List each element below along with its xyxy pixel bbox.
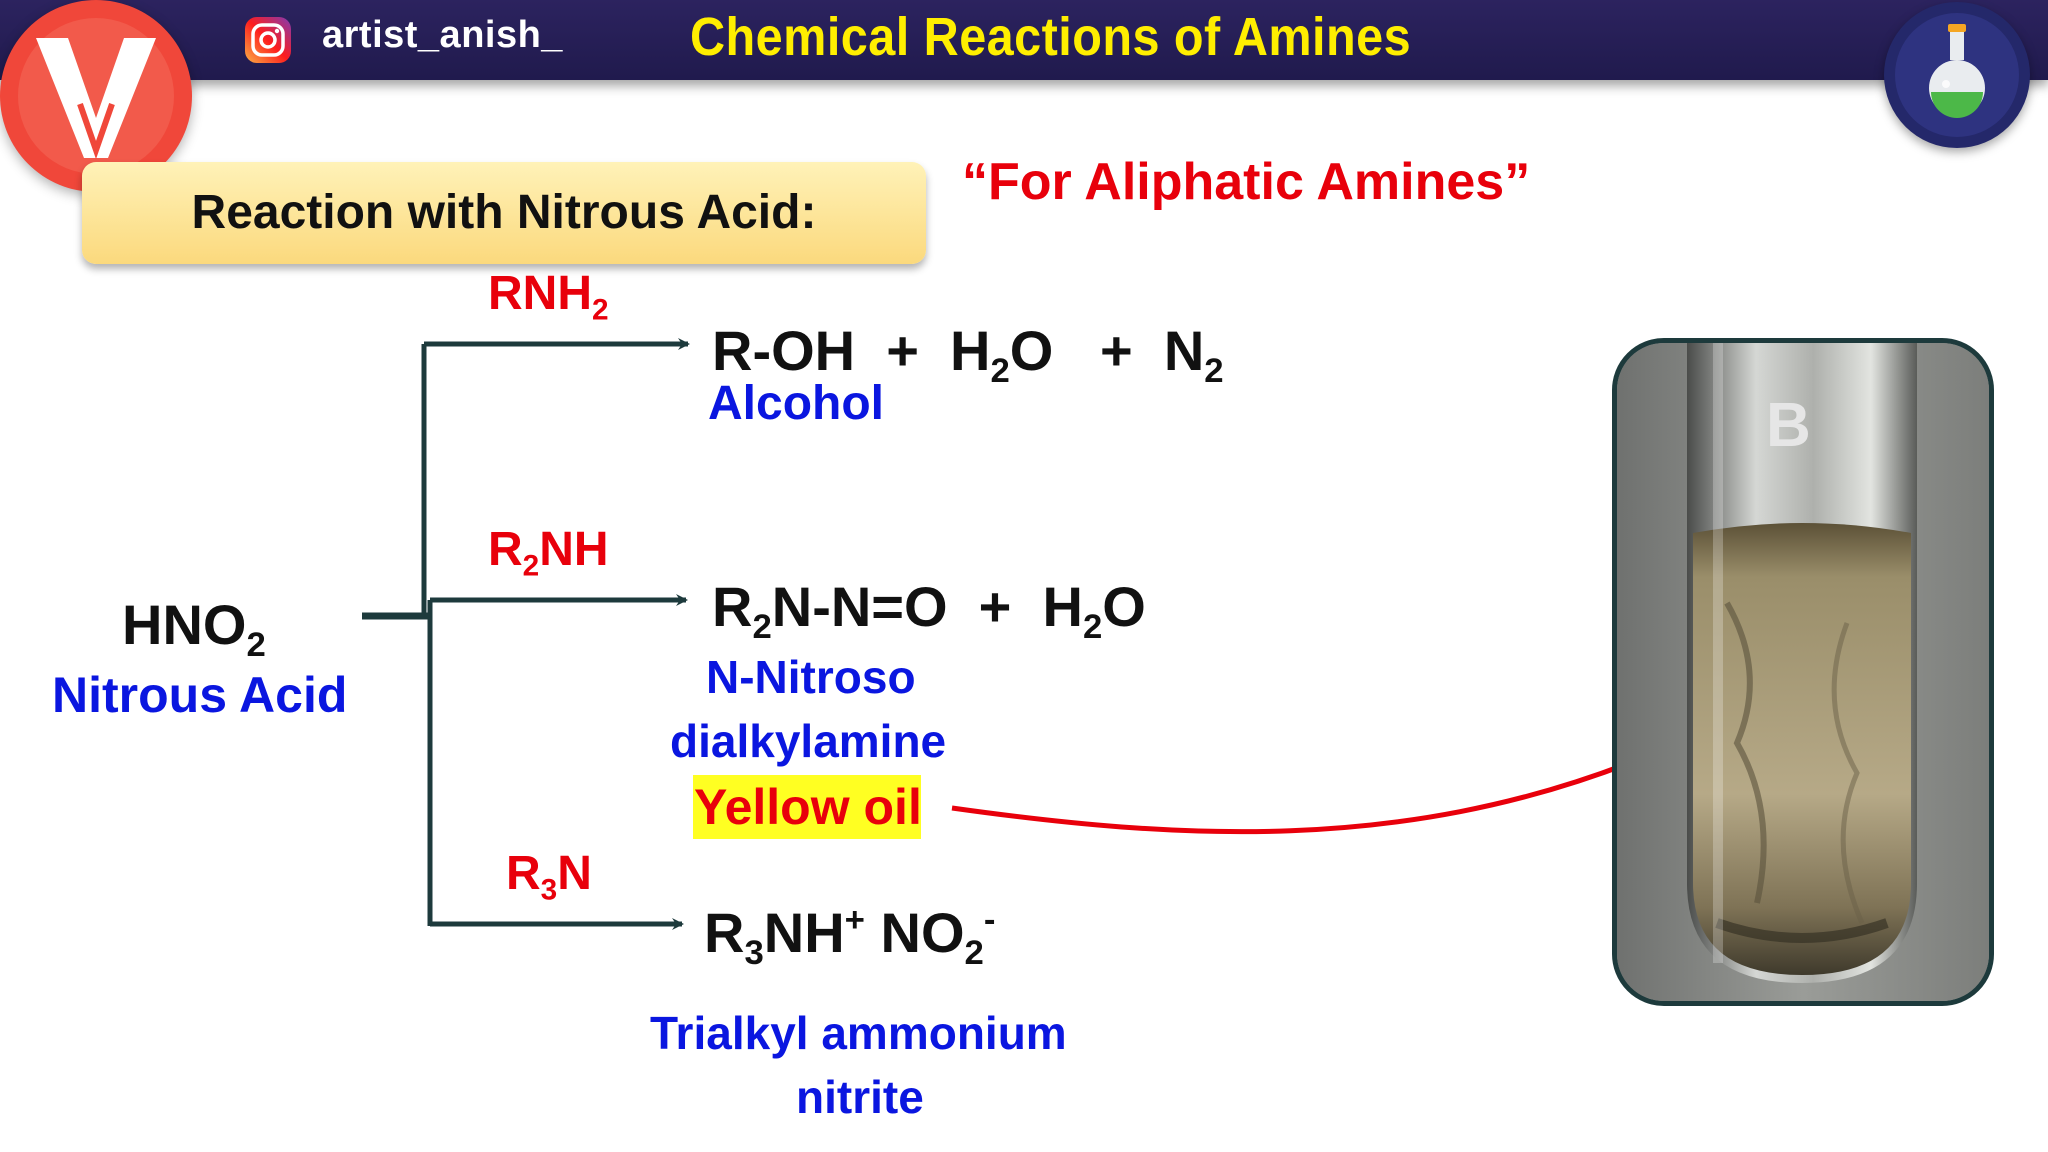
product-name-ammonium-line2: nitrite	[796, 1071, 924, 1123]
reactant-name: Nitrous Acid	[52, 667, 348, 723]
product-name-nitroso-line1: N-Nitroso	[706, 651, 916, 703]
arrow-to-photo	[951, 759, 1634, 835]
test-tube-illustration	[1617, 343, 1989, 1001]
page-title: Chemical Reactions of Amines	[690, 7, 1412, 67]
product-ammonium-salt-formula: R3NH+ NO2-	[704, 901, 996, 973]
product-name-alcohol: Alcohol	[708, 377, 884, 430]
channel-logo[interactable]	[0, 0, 192, 192]
section-banner: Reaction with Nitrous Acid:	[82, 162, 926, 264]
banner-text: Reaction with Nitrous Acid:	[191, 186, 817, 239]
yellow-oil-note: Yellow oil	[694, 779, 922, 835]
reagent-primary-amine: RNH2	[488, 267, 609, 327]
photo-label: B	[1766, 391, 1811, 460]
header-bar	[0, 0, 2048, 80]
product-name-nitroso-line2: dialkylamine	[670, 715, 947, 767]
test-tube-photo	[1612, 338, 1994, 1006]
scope-note: “For Aliphatic Amines”	[962, 153, 1531, 211]
instagram-handle[interactable]: artist_anish_	[322, 14, 563, 56]
flask-icon	[1895, 13, 2019, 137]
instagram-icon[interactable]	[244, 16, 292, 64]
product-alcohol-equation: R-OH + H2O + N2	[712, 319, 1224, 391]
v-logo-icon	[18, 18, 174, 174]
reactant-formula: HNO2	[122, 593, 266, 665]
yellow-oil-highlight	[693, 775, 921, 839]
product-name-ammonium-line1: Trialkyl ammonium	[650, 1007, 1067, 1059]
reagent-secondary-amine: R2NH	[488, 523, 609, 583]
reagent-tertiary-amine: R3N	[506, 847, 592, 907]
flask-badge	[1884, 2, 2030, 148]
product-nitrosamine-equation: R2N-N=O + H2O	[712, 575, 1146, 647]
